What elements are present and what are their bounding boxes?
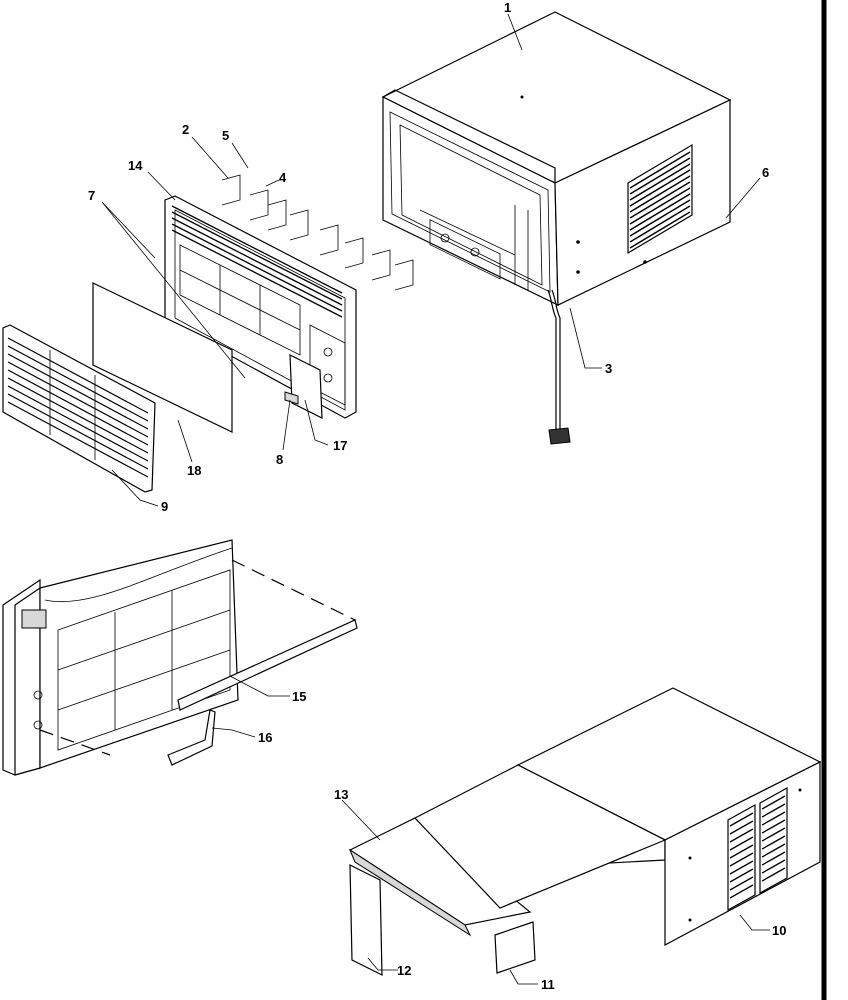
callout-5: 5 <box>222 128 229 143</box>
mounting-brackets <box>221 174 414 291</box>
outer-case-assembly <box>348 687 822 976</box>
callout-15: 15 <box>292 689 306 704</box>
callout-18: 18 <box>187 463 201 478</box>
callout-17: 17 <box>333 438 347 453</box>
cabinet-vent-slots <box>629 151 691 249</box>
callout-2: 2 <box>182 122 189 137</box>
front-frame-assembly <box>164 174 414 419</box>
callout-12: 12 <box>397 963 411 978</box>
callout-14: 14 <box>128 158 143 173</box>
callout-1: 1 <box>504 0 511 15</box>
callout-9: 9 <box>161 499 168 514</box>
callout-16: 16 <box>258 730 272 745</box>
filter-panel <box>92 282 233 433</box>
callout-11: 11 <box>541 977 555 992</box>
callout-6: 6 <box>762 165 769 180</box>
callout-3: 3 <box>605 361 612 376</box>
frame-rail-assembly <box>2 539 358 776</box>
callout-7: 7 <box>88 188 95 203</box>
callout-labels: 1 2 5 4 14 7 6 3 17 8 18 9 15 16 13 10 1… <box>88 0 786 992</box>
power-cord <box>547 289 557 430</box>
callout-13: 13 <box>334 787 348 802</box>
callout-4: 4 <box>279 170 287 185</box>
front-grille <box>2 324 156 493</box>
callout-8: 8 <box>276 452 283 467</box>
leader-lines <box>101 13 770 985</box>
cabinet-assembly <box>381 11 732 445</box>
callout-10: 10 <box>772 923 786 938</box>
